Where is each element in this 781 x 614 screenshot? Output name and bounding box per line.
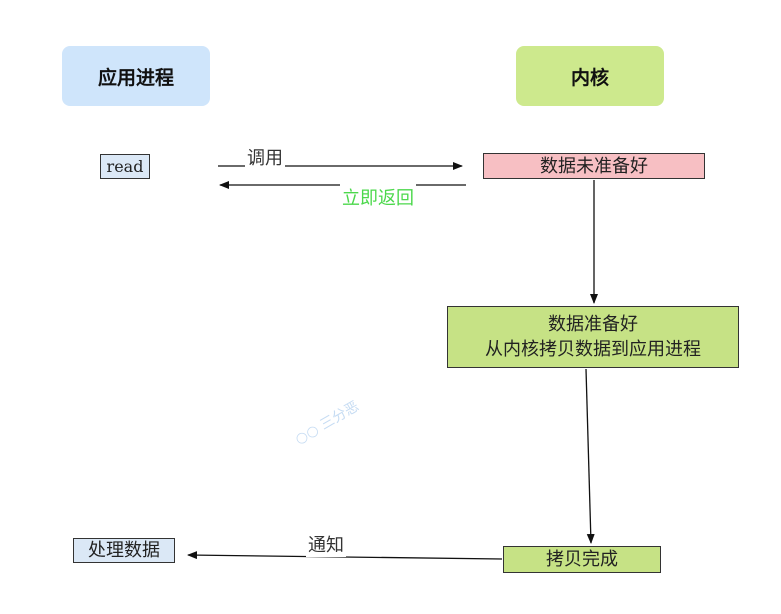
process-data-node: 处理数据 — [73, 538, 175, 563]
data-ready-line1: 数据准备好 — [548, 314, 638, 335]
call-label: 调用 — [245, 144, 285, 170]
data-ready-node: 数据准备好 从内核拷贝数据到应用进程 — [447, 306, 739, 368]
read-node: read — [100, 154, 150, 179]
data-not-ready-node: 数据未准备好 — [483, 153, 705, 179]
copy-arrow — [585, 368, 595, 544]
notify-arrow — [187, 551, 503, 560]
copy-done-node: 拷贝完成 — [503, 546, 661, 573]
app-process-header: 应用进程 — [62, 46, 210, 106]
notify-label: 通知 — [306, 531, 346, 557]
data-ready-line2: 从内核拷贝数据到应用进程 — [485, 339, 701, 360]
return-immediately-label: 立即返回 — [340, 184, 416, 210]
kernel-header: 内核 — [516, 46, 664, 106]
